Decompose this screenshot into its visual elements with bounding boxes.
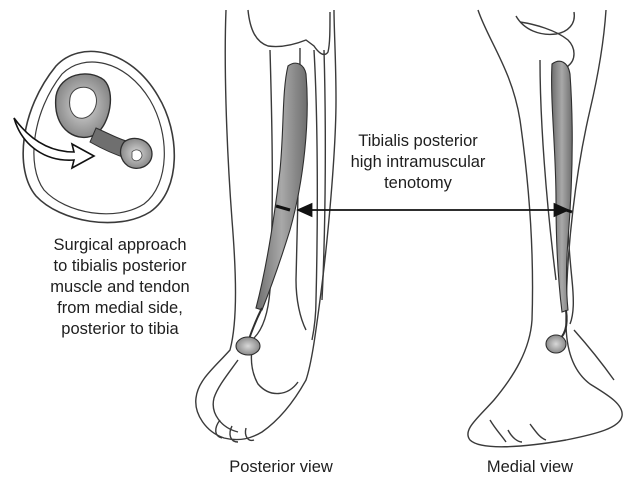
posterior-view-leg — [196, 10, 336, 442]
procedure-label: Tibialis posterior high intramuscular te… — [328, 131, 508, 194]
medial-view-caption: Medial view — [455, 457, 605, 478]
navicular-insertion-posterior — [236, 337, 260, 355]
leg-cross-section — [14, 51, 174, 222]
procedure-label-line: Tibialis posterior — [328, 131, 508, 152]
approach-caption-line: muscle and tendon — [4, 277, 236, 298]
procedure-label-line: high intramuscular — [328, 152, 508, 173]
approach-caption-line: posterior to tibia — [4, 319, 236, 340]
medial-view-leg — [468, 10, 622, 447]
navicular-insertion-medial — [546, 335, 566, 353]
tibialis-posterior-muscle-posterior — [256, 63, 307, 310]
procedure-label-line: tenotomy — [328, 173, 508, 194]
approach-caption-line: to tibialis posterior — [4, 256, 236, 277]
approach-caption-line: Surgical approach — [4, 235, 236, 256]
posterior-view-caption: Posterior view — [196, 457, 366, 478]
fibula-posterior — [312, 50, 325, 340]
approach-caption-line: from medial side, — [4, 298, 236, 319]
approach-caption: Surgical approach to tibialis posterior … — [4, 235, 236, 340]
